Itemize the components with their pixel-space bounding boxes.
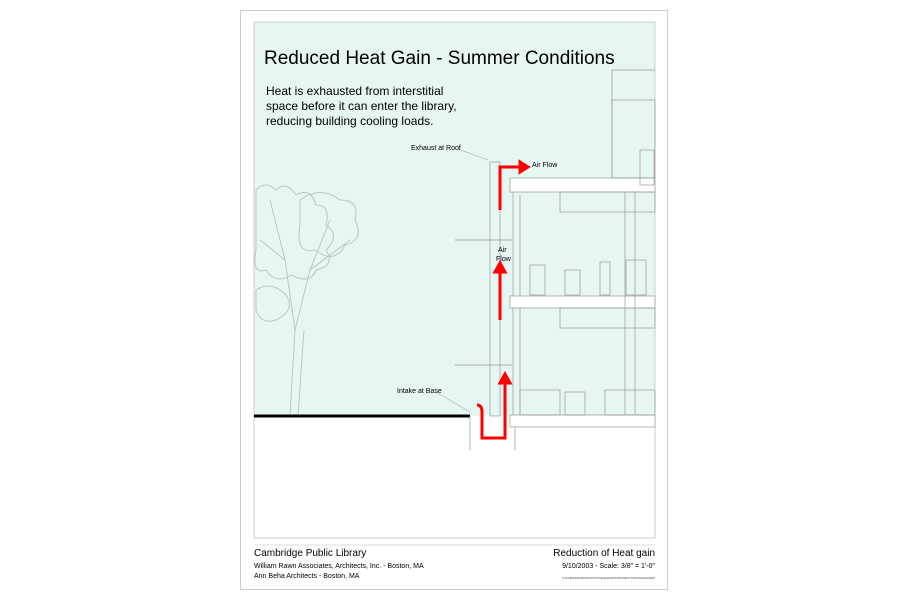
- air-flow-top-label: Air Flow: [532, 162, 558, 169]
- airflow-arrows: [476, 159, 531, 440]
- drawing-border: [253, 21, 656, 539]
- leader-lines: [435, 148, 489, 413]
- drawing-title: Reduced Heat Gain - Summer Conditions: [264, 48, 615, 69]
- date-scale: 9/10/2003 - Scale: 3/8" = 1'-0": [562, 563, 655, 570]
- project-name: Cambridge Public Library: [254, 548, 367, 559]
- arrow-head-up: [497, 370, 513, 385]
- air-flow-mid-label-2: Flow: [496, 256, 511, 263]
- architect-2: Ann Beha Architects - Boston, MA: [254, 573, 360, 580]
- file-path: V:\01\BOS\DOWNS\OPTIONS\ELEVATIONS\SECTI…: [562, 576, 655, 580]
- architect-1: William Rawn Associates, Architects, Inc…: [254, 563, 424, 570]
- tree-outline: [254, 184, 359, 417]
- arrow-head-up: [492, 259, 508, 274]
- drawing-description: Heat is exhausted from interstitial spac…: [266, 84, 457, 128]
- air-flow-mid-label-1: Air: [498, 247, 507, 254]
- arrow-head-right: [518, 159, 531, 175]
- intake-label: Intake at Base: [397, 388, 442, 395]
- sky-area: [254, 22, 655, 416]
- sheet-title: Reduction of Heat gain: [553, 548, 655, 559]
- exhaust-label: Exhaust at Roof: [411, 145, 461, 152]
- building-section: [455, 69, 656, 450]
